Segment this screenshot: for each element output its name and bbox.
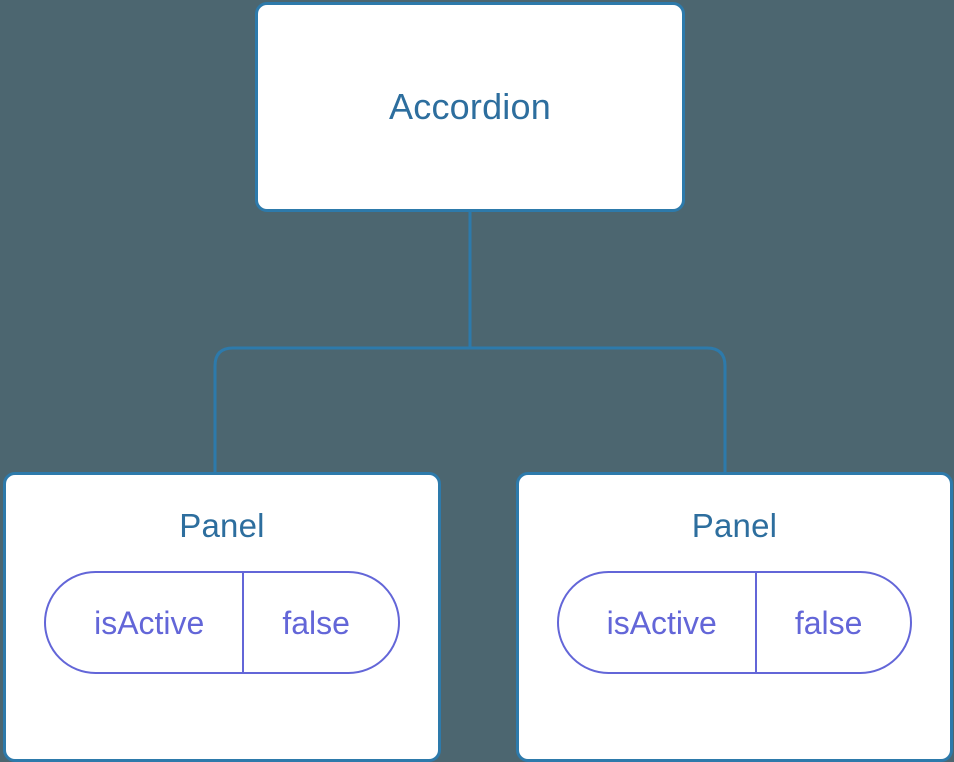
prop-value-label: false xyxy=(754,573,911,672)
prop-name-label: isActive xyxy=(606,604,717,641)
node-panel-right[interactable]: Panel isActive false xyxy=(516,472,953,762)
node-panel-left-props: isActive false xyxy=(44,571,400,674)
prop-name-label: isActive xyxy=(94,604,205,641)
diagram-canvas: Accordion Panel isActive false Panel isA… xyxy=(3,2,953,762)
edge-root-to-panel-left xyxy=(213,346,470,474)
node-panel-right-title: Panel xyxy=(691,507,778,544)
node-accordion-title: Accordion xyxy=(389,86,551,127)
node-panel-left[interactable]: Panel isActive false xyxy=(3,472,441,762)
node-panel-right-props: isActive false xyxy=(556,571,913,674)
node-panel-left-title: Panel xyxy=(179,507,265,544)
node-accordion[interactable]: Accordion xyxy=(255,2,685,212)
prop-pill-isactive-right[interactable]: isActive false xyxy=(556,571,913,674)
edge-root-to-panel-right xyxy=(470,346,727,474)
prop-value-label: false xyxy=(242,573,398,672)
prop-pill-isactive-left[interactable]: isActive false xyxy=(44,571,400,674)
